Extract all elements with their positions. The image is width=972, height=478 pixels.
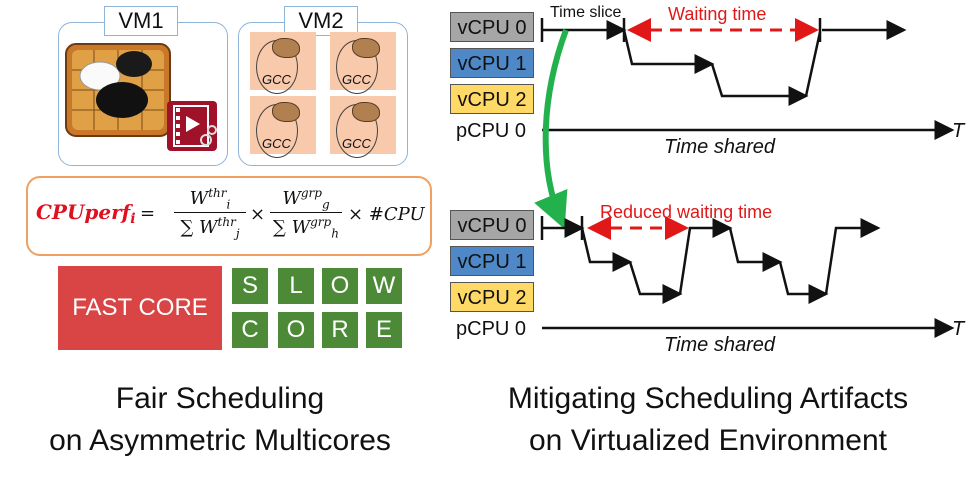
num2-sub: g (321, 197, 330, 212)
gcc-label: GCC (262, 72, 291, 87)
gnu-icon (352, 38, 380, 58)
slow-core-letter: S (232, 268, 268, 304)
vcpu2-label: vCPU 2 (450, 84, 534, 114)
left-caption-line1: Fair Scheduling (115, 382, 325, 415)
gnu-icon (272, 102, 300, 122)
gcc-label: GCC (342, 136, 371, 151)
den1-sub: j (235, 226, 240, 241)
return-line (804, 31, 822, 97)
reduced-waiting-label: Reduced waiting time (600, 202, 773, 222)
video-editor-icon (166, 100, 218, 152)
num2-sup: grp (300, 186, 322, 200)
vcpu2-run (778, 261, 829, 304)
den2: ∑ W (273, 217, 311, 238)
den2-sub: h (331, 226, 339, 241)
t-label: T (952, 120, 965, 142)
vcpu1-run (580, 227, 633, 272)
reduction-arrow (534, 28, 569, 230)
time-shared-label: Time shared (664, 334, 775, 356)
vcpu2-label: vCPU 2 (450, 282, 534, 312)
pcpu0-label: pCPU 0 (456, 120, 527, 142)
vcpu0-run (824, 218, 881, 295)
num2: W (282, 188, 301, 209)
slow-core-letter: L (278, 268, 314, 304)
gcc-label: GCC (262, 136, 291, 151)
gnu-icon (272, 38, 300, 58)
formula-subscript: i (130, 211, 136, 228)
gcc-label: GCC (342, 72, 371, 87)
vcpu0-label: vCPU 0 (450, 210, 534, 240)
t-label: T (952, 318, 965, 340)
formula-tail: × #CPU (348, 204, 425, 225)
vm1-label: VM1 (104, 6, 178, 36)
vcpu1-run (728, 227, 783, 272)
go-game-icon (64, 40, 176, 140)
fast-core: FAST CORE (58, 266, 222, 350)
formula-name: CPUperf (36, 200, 131, 224)
formula-times: × (250, 204, 266, 225)
num1-sub: i (226, 197, 231, 212)
vcpu0-label: vCPU 0 (450, 12, 534, 42)
vcpu2-run (710, 63, 809, 106)
num1-sup: thr (208, 186, 227, 200)
slow-core-letter: R (322, 312, 358, 348)
vcpu1-label: vCPU 1 (450, 48, 534, 78)
slow-core-letter: W (366, 268, 402, 304)
pcpu0-label: pCPU 0 (456, 318, 527, 340)
formula-equals: = (140, 203, 156, 224)
vm2-label: VM2 (284, 6, 358, 36)
right-caption-line1: Mitigating Scheduling Artifacts (507, 382, 909, 415)
den2-sup: grp (310, 215, 332, 229)
formula-lhs: CPUperfi = (36, 200, 155, 227)
den1-sup: thr (217, 215, 236, 229)
den1: ∑ W (180, 217, 218, 238)
gnu-icon (352, 102, 380, 122)
gcc-tile: GCC (250, 96, 316, 158)
num1: W (189, 188, 209, 209)
vcpu1-label: vCPU 1 (450, 246, 534, 276)
vcpu0-run (678, 218, 733, 295)
slow-core-letter: O (322, 268, 358, 304)
vcpu2-run (628, 261, 683, 304)
waiting-time-label: Waiting time (668, 4, 767, 24)
slow-core-letter: C (232, 312, 268, 348)
cpuperf-formula (26, 176, 432, 256)
time-slice-label: Time slice (550, 4, 622, 21)
fraction-grp: Wgrpg ∑ Wgrph (266, 186, 346, 241)
slow-core-letter: O (278, 312, 314, 348)
time-shared-label: Time shared (664, 136, 775, 158)
fraction-thr: Wthri ∑ Wthrj (170, 186, 250, 241)
left-caption-line2: on Asymmetric Multicores (49, 424, 391, 457)
slow-core-letter: E (366, 312, 402, 348)
gcc-tile: GCC (330, 96, 396, 158)
gcc-tile: GCC (250, 32, 316, 94)
right-caption-line2: on Virtualized Environment (529, 424, 887, 457)
vcpu1-run (622, 29, 715, 74)
gcc-tile: GCC (330, 32, 396, 94)
